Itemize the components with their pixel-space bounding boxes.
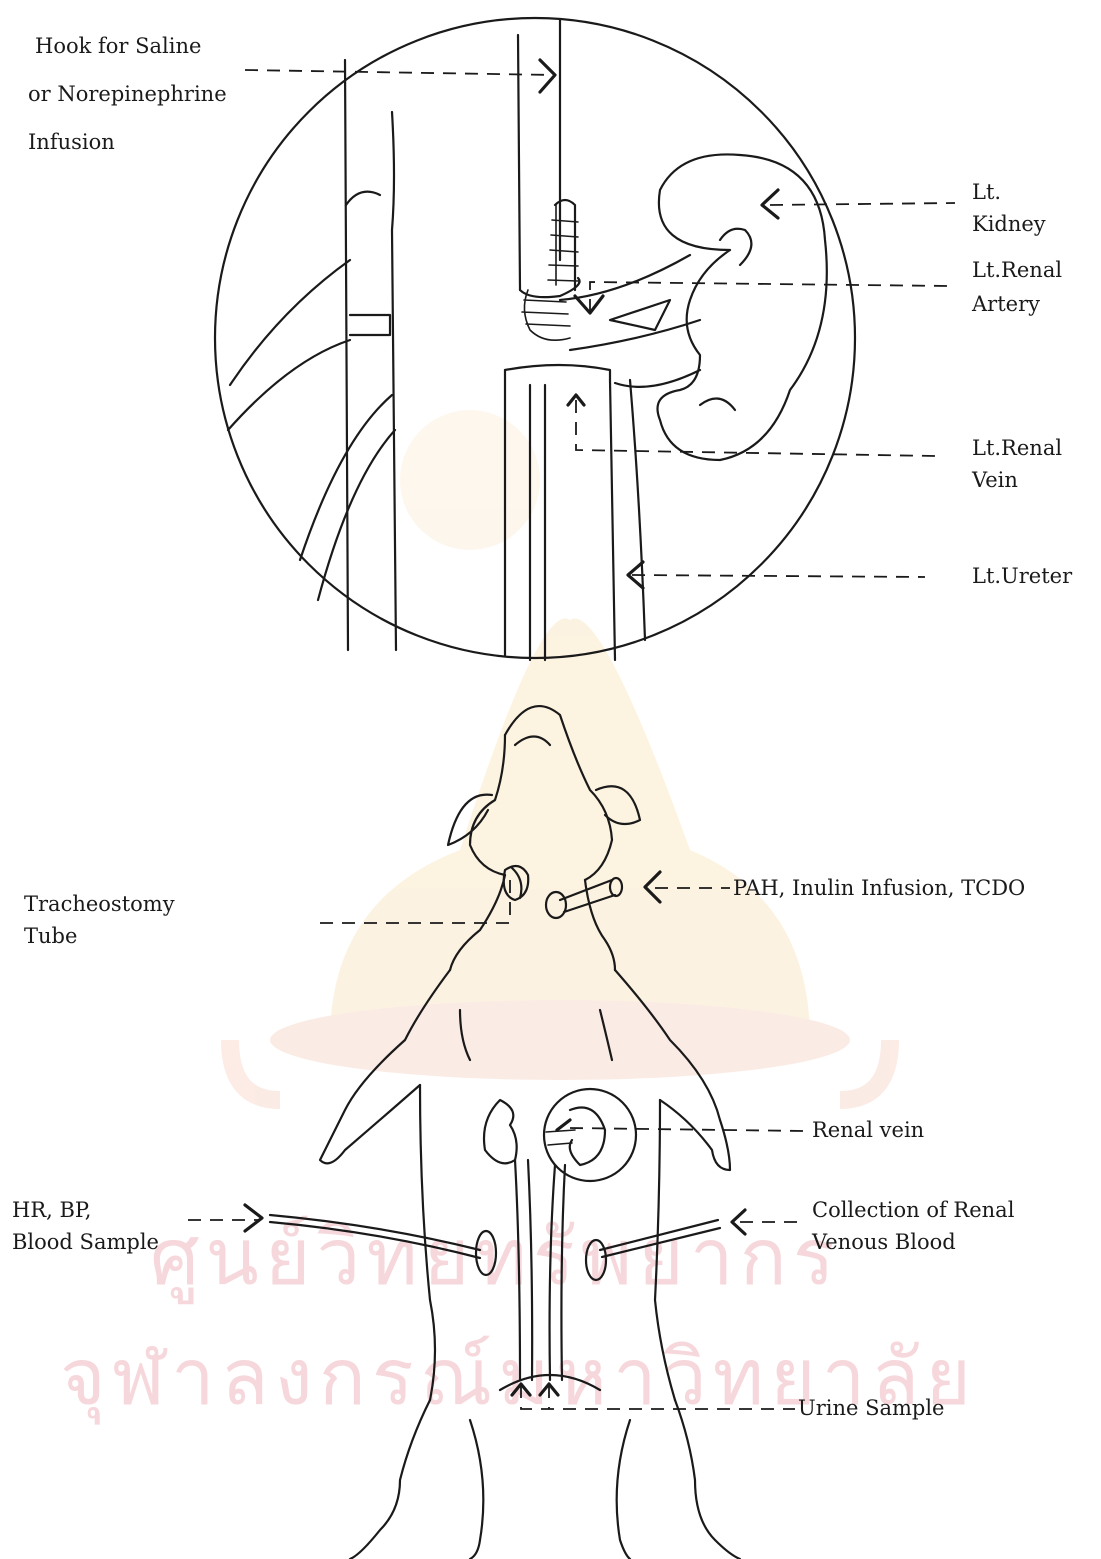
artery-label-line-1: Lt.Renal [972,254,1062,286]
renal-vein-label: Renal vein [812,1114,924,1146]
kidney-label-line-1: Lt. [972,176,1001,208]
vein-leader [576,400,935,456]
artery-leader [590,282,950,312]
aorta-drawing [228,60,396,650]
tracheostomy-label-line-1: Tracheostomy [24,888,175,920]
kidney-label-line-2: Kidney [972,208,1046,240]
vein-label-line-1: Lt.Renal [972,432,1062,464]
trach-leader [320,880,510,923]
neck-instruments-drawing [504,866,622,918]
animal-body-drawing [320,706,740,1559]
infusion-arrow [645,872,660,902]
renal-vein-small-arrow [557,1120,570,1130]
hook-label-line-3: Infusion [28,126,115,158]
ureter-label: Lt.Ureter [972,560,1072,592]
abdominal-organs-drawing [270,1089,720,1380]
magnified-view-circle [215,18,855,658]
artery-arrow [575,296,603,313]
hook-arrow [540,60,555,92]
vein-label-line-2: Vein [972,464,1018,496]
infusion-label: PAH, Inulin Infusion, TCDO [733,872,1025,904]
urine-leader [521,1385,795,1409]
urine-label: Urine Sample [798,1392,945,1424]
tracheostomy-label-line-2: Tube [24,920,77,952]
renal-vessels-drawing [505,255,700,660]
kidney-arrow [762,190,778,218]
hr-bp-label-line-2: Blood Sample [12,1226,159,1258]
hr-bp-arrow [245,1205,262,1231]
artery-label-line-2: Artery [972,288,1040,320]
hook-label-line-1: Hook for Saline [35,30,201,62]
kidney-drawing [658,154,827,460]
collection-label-line-2: Venous Blood [812,1226,956,1258]
hook-label-line-2: or Norepinephrine [28,78,227,110]
hook-leader [245,70,555,75]
hr-bp-label-line-1: HR, BP, [12,1194,91,1226]
collection-label-line-1: Collection of Renal [812,1194,1014,1226]
ureter-leader [632,575,925,577]
kidney-leader [770,203,955,205]
